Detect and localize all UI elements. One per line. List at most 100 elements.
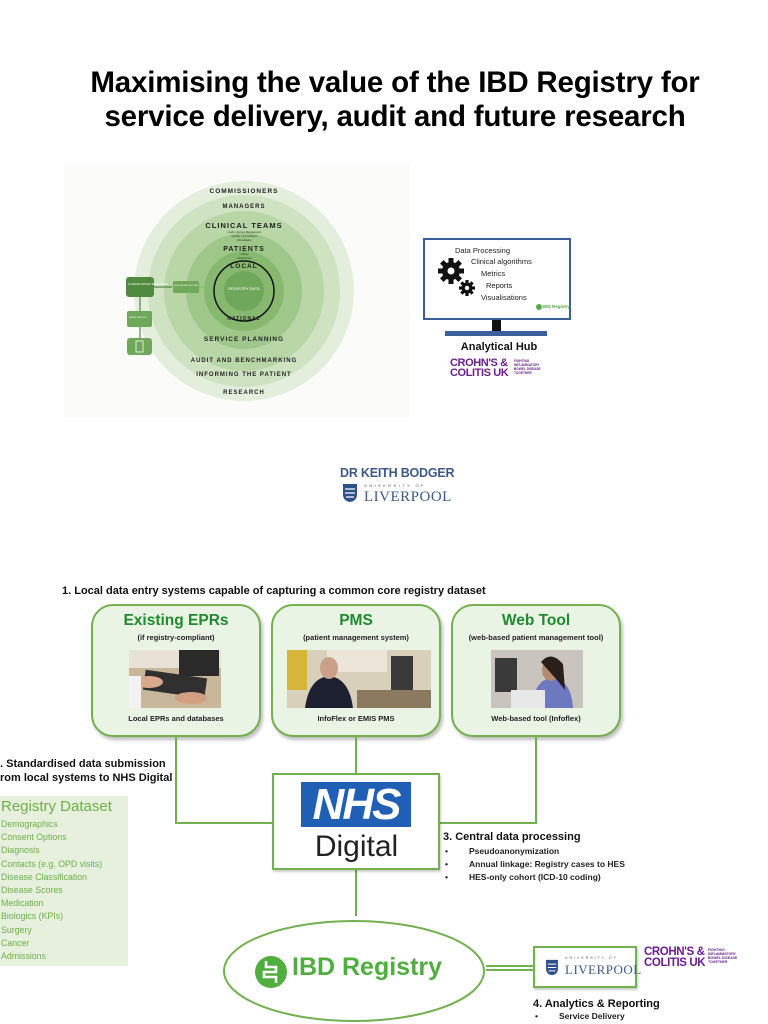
registry-dataset-panel: Registry Dataset Demographics Consent Op… xyxy=(0,796,128,966)
source-subtitle: (if registry-compliant) xyxy=(137,633,215,642)
step4-analytics: 4. Analytics & Reporting Service Deliver… xyxy=(533,998,660,1023)
ccuk-tag-1: FIGHTING xyxy=(708,948,725,952)
ibd-registry-logo-icon xyxy=(255,956,287,988)
label-service-planning: SERVICE PLANNING xyxy=(204,336,284,343)
monitor-base xyxy=(445,331,547,336)
box-electronic-label: ELECTRONIC RECORD xyxy=(174,285,199,287)
hub-line-clinical-algorithms: Clinical algorithms xyxy=(471,257,532,266)
author-block: DR KEITH BODGER UNIVERSITY OF LIVERPOOL xyxy=(340,466,455,506)
label-informing: INFORMING THE PATIENT xyxy=(196,372,291,378)
bin-icon xyxy=(127,338,152,355)
box-clinician-label: CLINICIAN PATIENT ENCOUNTER xyxy=(128,283,168,286)
registry-ecosystem-diagram: COMMISSIONERS MANAGERS CLINICAL TEAMS PA… xyxy=(64,165,410,417)
source-caption: InfoFlex or EMIS PMS xyxy=(317,714,395,723)
patients-sub-2: • Experience xyxy=(237,256,252,260)
dataset-item: Consent Options xyxy=(1,832,67,843)
dataset-item: Biologics (KPIs) xyxy=(1,911,64,922)
ibd-registry-badge: IBD Registry xyxy=(543,304,571,309)
box-paper-label: PAPER RECORD xyxy=(129,316,147,319)
source-caption: Local EPRs and databases xyxy=(128,714,224,723)
gears-icon xyxy=(438,258,475,296)
source-subtitle: (web-based patient management tool) xyxy=(468,633,604,642)
connector-nhs-to-ibd xyxy=(355,870,357,916)
ccuk-tag-4: TOGETHER xyxy=(708,960,728,964)
label-national: NATIONAL xyxy=(227,316,260,322)
source-existing-eprs: Existing EPRs (if registry-compliant) Lo… xyxy=(91,604,261,737)
source-title: Web Tool xyxy=(501,612,571,629)
hub-line-reports: Reports xyxy=(486,281,513,290)
step2-line-1: . Standardised data submission xyxy=(0,758,166,770)
dataset-item: Medication xyxy=(1,898,44,909)
connector-pms-to-nhs xyxy=(355,737,357,773)
label-clinical-teams: CLINICAL TEAMS xyxy=(205,221,282,230)
source-web-tool: Web Tool (web-based patient management t… xyxy=(451,604,621,737)
dataset-item: Disease Scores xyxy=(1,885,63,896)
dataset-title: Registry Dataset xyxy=(1,798,112,815)
page-title: Maximising the value of the IBD Registry… xyxy=(0,66,768,134)
university-of-label: UNIVERSITY OF xyxy=(364,483,426,488)
label-research: RESEARCH xyxy=(223,390,265,396)
hub-line-data-processing: Data Processing xyxy=(455,246,511,255)
step3-heading: 3. Central data processing xyxy=(443,831,581,843)
clinical-sub-1: • Audit • Service Management xyxy=(227,230,262,234)
dataset-item: Admissions xyxy=(1,951,46,962)
connector-web-to-nhs xyxy=(440,822,537,824)
nhs-digital-box: NHS Digital xyxy=(272,773,440,870)
source-title: Existing EPRs xyxy=(123,612,229,629)
ccuk-tag-2: INFLAMMATORY xyxy=(514,363,540,367)
ccuk-line-2: COLITIS UK xyxy=(644,957,706,969)
ibd-registry-label: IBD Registry xyxy=(292,953,443,981)
connector-eprs-to-nhs xyxy=(175,822,273,824)
ccuk-line-2: COLITIS UK xyxy=(450,367,509,379)
label-patients: PATIENTS xyxy=(223,246,265,253)
ecosystem-svg: COMMISSIONERS MANAGERS CLINICAL TEAMS PA… xyxy=(126,181,354,401)
step4-heading: 4. Analytics & Reporting xyxy=(533,998,660,1010)
connector-ibd-to-uol-2 xyxy=(486,969,533,971)
clinical-sub-3: • Revalidation xyxy=(236,238,252,242)
step1-heading: 1. Local data entry systems capable of c… xyxy=(62,585,486,597)
cycle-arrow-icon xyxy=(213,260,275,322)
label-audit: AUDIT AND BENCHMARKING xyxy=(191,358,297,364)
liverpool-crest-icon xyxy=(343,484,357,502)
box-clinician-encounter xyxy=(126,277,154,297)
hub-line-visualisations: Visualisations xyxy=(481,293,527,302)
ccuk-tag-3: BOWEL DISEASE xyxy=(708,956,738,960)
ccuk-tagline: FIGHTING INFLAMMATORY BOWEL DISEASE TOGE… xyxy=(514,359,541,375)
author-name: DR KEITH BODGER xyxy=(340,466,455,480)
title-line-1: Maximising the value of the IBD Registry… xyxy=(90,66,700,99)
analytical-hub: Data Processing Clinical algorithms Metr… xyxy=(420,236,580,386)
crohns-colitis-uk-logo-bottom: CROHN'S & COLITIS UK xyxy=(644,946,706,969)
university-liverpool-box: UNIVERSITY OF LIVERPOOL xyxy=(533,946,641,988)
dataset-item: Demographics xyxy=(1,819,58,829)
ccuk-tagline-bottom: FIGHTING INFLAMMATORY BOWEL DISEASE TOGE… xyxy=(708,948,737,964)
monitor-stand xyxy=(492,320,501,334)
liverpool-crest-icon xyxy=(546,959,558,976)
connector-eprs-down xyxy=(175,737,177,823)
crohns-colitis-uk-logo: CROHN'S & COLITIS UK xyxy=(450,358,509,379)
university-of-label: UNIVERSITY OF xyxy=(565,956,618,960)
step3-bullets: Pseudoanonymization Annual linkage: Regi… xyxy=(443,845,625,884)
dataset-item: Diagnosis xyxy=(1,845,40,856)
ccuk-tag-3: BOWEL DISEASE xyxy=(514,367,541,371)
patients-sub-1: • Safety xyxy=(240,252,250,256)
label-local: LOCAL xyxy=(230,263,257,270)
step4-bullet: Service Delivery xyxy=(533,1010,660,1023)
nhs-digital-label: Digital xyxy=(314,830,399,863)
bin-glyph xyxy=(135,340,144,353)
hub-line-metrics: Metrics xyxy=(481,269,506,278)
title-line-2: service delivery, audit and future resea… xyxy=(104,100,686,133)
ccuk-line-1: CROHN'S & xyxy=(644,946,705,958)
monitor-icon: Data Processing Clinical algorithms Metr… xyxy=(423,238,571,320)
box-electronic-record xyxy=(173,281,199,293)
connector-web-down xyxy=(535,737,537,823)
ccuk-tag-4: TOGETHER xyxy=(514,371,532,375)
source-pms: PMS (patient management system) InfoFlex… xyxy=(271,604,441,737)
source-subtitle: (patient management system) xyxy=(303,633,409,642)
label-commissioners: COMMISSIONERS xyxy=(210,188,279,195)
liverpool-label: LIVERPOOL xyxy=(565,962,642,977)
box-paper-record xyxy=(127,311,152,327)
step3-bullet: HES-only cohort (ICD-10 coding) xyxy=(443,871,625,884)
label-managers: MANAGERS xyxy=(222,204,265,210)
step2-heading: . Standardised data submission rom local… xyxy=(0,757,172,785)
dataset-item: Disease Classification xyxy=(1,871,88,882)
